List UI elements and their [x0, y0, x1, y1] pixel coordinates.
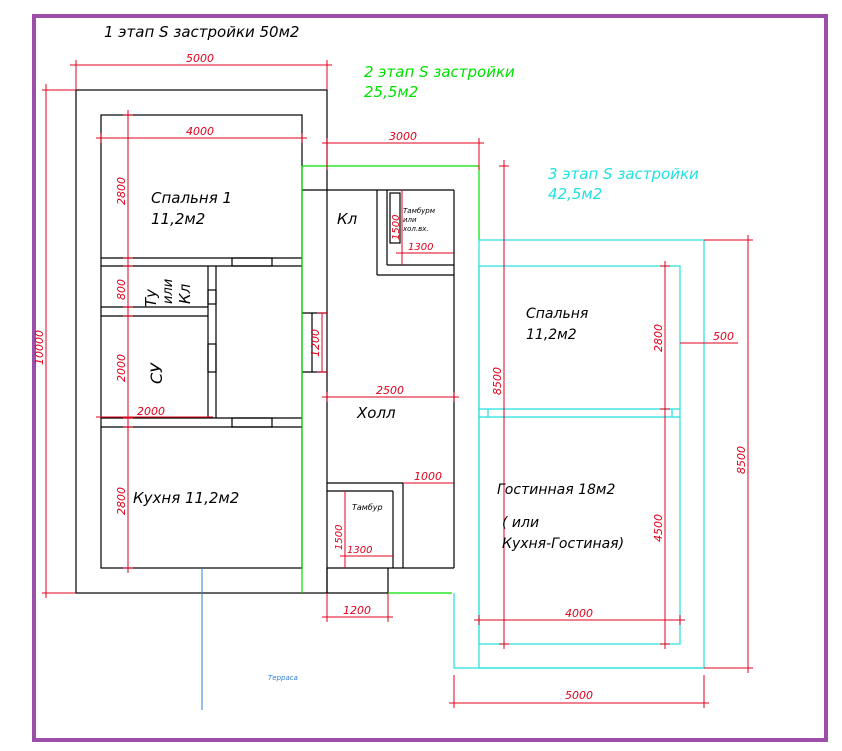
- dim-tambour-top-w: 1300: [408, 242, 433, 253]
- tambour-top-line1: Тамбурм: [403, 207, 436, 215]
- dim-offset: 500: [713, 330, 734, 343]
- room-kl2: Кл: [337, 210, 358, 228]
- dim-stage3-height-right: 8500: [735, 446, 748, 474]
- dim-stage3-height-left: 8500: [491, 367, 504, 395]
- room-tambour-bottom: Тамбур: [352, 503, 383, 512]
- dim-living-height: 4500: [652, 514, 665, 542]
- room-living: Гостинная 18м2: [497, 482, 615, 498]
- room-bedroom3-area: 11,2м2: [526, 327, 577, 343]
- dim-tambour-top-h: 1500: [391, 215, 402, 240]
- stage3-title-line2: 42,5м2: [548, 185, 602, 203]
- dim-su-width: 2000: [137, 405, 165, 418]
- room-living-alt1: ( или: [502, 515, 539, 531]
- room-kitchen: Кухня 11,2м2: [133, 489, 239, 507]
- dim-kitchen-height: 2800: [115, 487, 128, 515]
- drawing-frame: [32, 14, 828, 742]
- dim-tu-height: 800: [115, 279, 128, 300]
- terrace-label: Терраса: [268, 674, 298, 682]
- stage2-title-line1: 2 этап S застройки: [364, 63, 515, 81]
- room-su: СУ: [147, 362, 166, 384]
- dimension-labels: 5000 10000 4000 2800 800 2000 2000 2800 …: [33, 52, 748, 702]
- room-tu: Ту: [142, 288, 160, 307]
- dim-stage1-width: 5000: [186, 52, 214, 65]
- dim-tambour-bottom-w: 1300: [347, 545, 372, 556]
- dim-su-height: 2000: [115, 354, 128, 382]
- room-bedroom1-area: 11,2м2: [151, 210, 205, 228]
- room-hall: Холл: [356, 404, 396, 422]
- room-ili: или: [161, 279, 176, 304]
- dim-living-width: 4000: [565, 607, 593, 620]
- dim-hall-width: 2500: [376, 384, 404, 397]
- dim-stage2-width: 3000: [389, 130, 417, 143]
- dim-stage1-height: 10000: [33, 330, 46, 365]
- stage2-title-line2: 25,5м2: [364, 83, 418, 101]
- stage3-walls: [453, 239, 705, 669]
- stage1-walls: [75, 89, 328, 594]
- room-bedroom3: Спальня: [526, 306, 588, 322]
- dim-tambour-bottom-h: 1500: [334, 525, 345, 550]
- dim-stage3-width: 5000: [565, 689, 593, 702]
- room-kl1: Кл: [176, 283, 194, 304]
- dim-bedroom-width: 4000: [186, 125, 214, 138]
- room-living-alt2: Кухня-Гостиная): [502, 536, 624, 552]
- dimension-lines: [42, 60, 753, 708]
- tambour-top-line2: или: [403, 216, 417, 224]
- dim-entrance: 1200: [343, 604, 371, 617]
- dim-door-opening: 1200: [309, 329, 322, 357]
- dim-bedroom-height: 2800: [115, 177, 128, 205]
- dim-kl-door: 1000: [414, 470, 442, 483]
- stage3-title-line1: 3 этап S застройки: [548, 165, 699, 183]
- room-bedroom1: Спальня 1: [151, 189, 232, 207]
- dim-bedroom3-height: 2800: [652, 324, 665, 352]
- stage1-title: 1 этап S застройки 50м2: [104, 23, 299, 41]
- tambour-top-line3: хол.вх.: [402, 225, 429, 233]
